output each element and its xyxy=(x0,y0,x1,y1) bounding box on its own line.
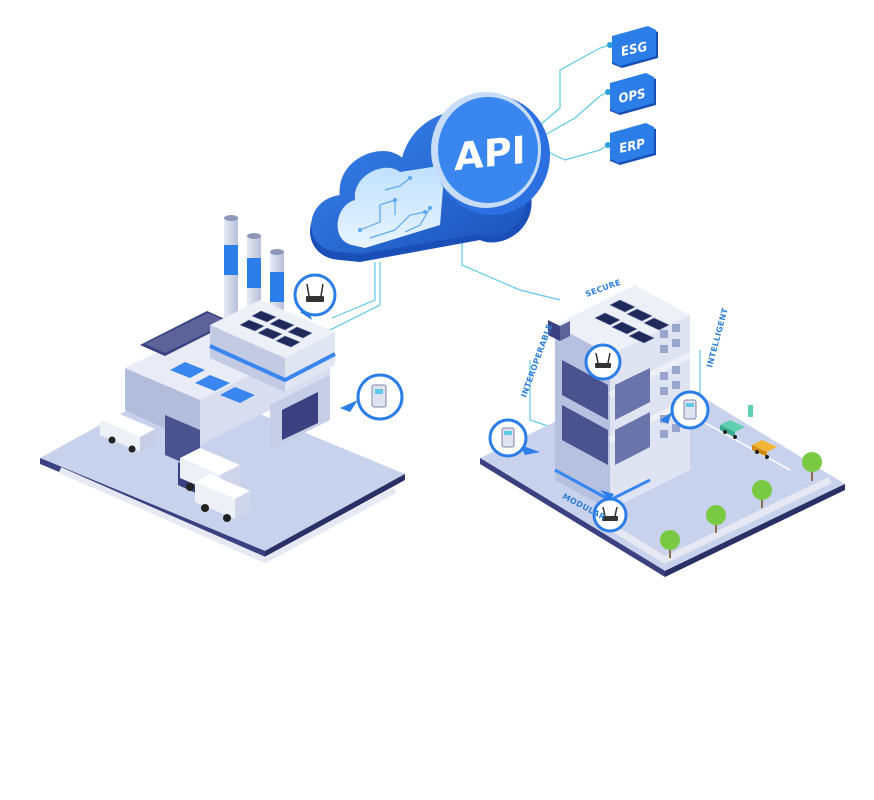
smart-meter-icon xyxy=(660,390,710,430)
endpoint-tag-esg[interactable]: ESG xyxy=(612,26,658,68)
cloud-icon: API xyxy=(310,92,550,262)
connector-dots xyxy=(605,42,613,148)
endpoint-label-esg: ESG xyxy=(621,40,647,60)
wifi-router-icon xyxy=(584,343,622,381)
solar-panel-icon xyxy=(239,310,313,348)
smart-meter-icon xyxy=(488,418,540,458)
cloud-label: API xyxy=(454,128,525,179)
endpoint-label-ops: OPS xyxy=(619,87,646,108)
smart-meter-icon xyxy=(340,373,404,421)
label-interoperable: INTEROPERABLE xyxy=(519,323,554,399)
truck-icon xyxy=(100,412,155,453)
office-building: SECURE INTEROPERABLE INTELLIGENT MODULAR xyxy=(480,278,845,577)
wifi-router-icon xyxy=(293,273,337,320)
tree-icon xyxy=(660,452,822,558)
wifi-router-icon xyxy=(592,490,628,533)
endpoint-label-erp: ERP xyxy=(619,137,645,157)
car-icon xyxy=(752,440,777,459)
label-intelligent: INTELLIGENT xyxy=(705,307,730,369)
endpoint-tag-ops[interactable]: OPS xyxy=(610,73,656,115)
truck-icon xyxy=(195,474,250,522)
factory xyxy=(40,215,405,564)
endpoint-tag-erp[interactable]: ERP xyxy=(610,123,656,165)
solar-panel-icon xyxy=(594,299,670,344)
car-icon xyxy=(720,420,745,439)
